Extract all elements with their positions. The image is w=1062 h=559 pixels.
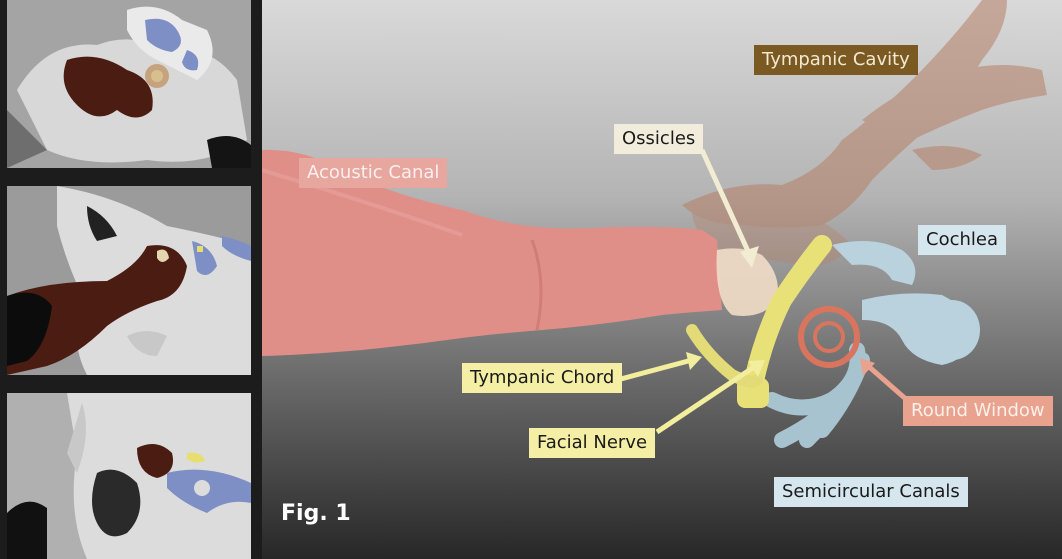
tympanic-cavity-label: Tympanic Cavity (754, 45, 918, 75)
cochlea-label: Cochlea (918, 225, 1006, 255)
ossicles-label: Ossicles (614, 124, 703, 154)
acoustic-canal-label: Acoustic Canal (299, 158, 447, 188)
ct-slice-panel (0, 0, 262, 559)
facial-nerve-label: Facial Nerve (529, 428, 655, 458)
semicircular-canals-label: Semicircular Canals (774, 477, 968, 507)
tympanic-chord-arrow (617, 352, 702, 380)
round-window-label: Round Window (903, 396, 1053, 426)
ct-slice-top (7, 0, 251, 168)
tympanic-chord-label: Tympanic Chord (462, 363, 622, 393)
3d-reconstruction-view: Tympanic Cavity Ossicles Acoustic Canal … (262, 0, 1062, 559)
figure-caption: Fig. 1 (281, 501, 351, 526)
ct-slice-bottom (7, 393, 251, 559)
round-window-ring (801, 309, 857, 365)
round-window-arrow (860, 358, 907, 400)
ct-slice-middle (7, 186, 251, 375)
